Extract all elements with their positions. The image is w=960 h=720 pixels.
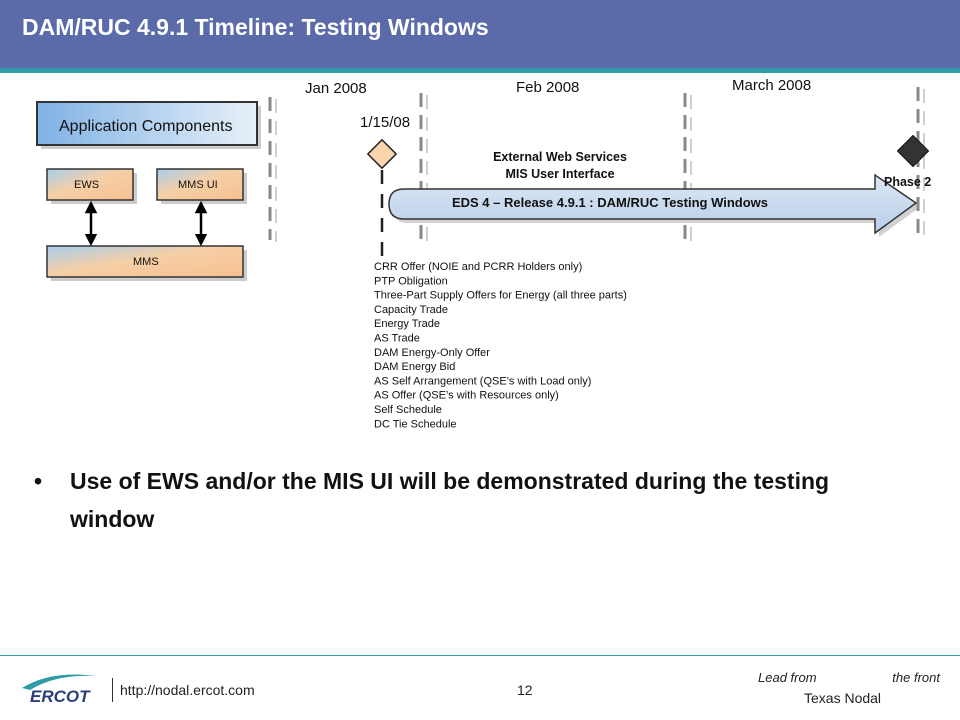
list-item: AS Offer (QSE’s with Resources only) — [374, 390, 559, 402]
list-item: DC Tie Schedule — [374, 418, 457, 430]
bullet-symbol: • — [34, 468, 43, 494]
list-item: Capacity Trade — [374, 304, 448, 316]
mms-ui-label: MMS UI — [178, 179, 218, 191]
milestone-diamond — [366, 138, 398, 170]
header-bar — [0, 0, 960, 72]
mms-ui-box: MMS UI — [156, 168, 247, 204]
mms-box: MMS — [46, 245, 247, 281]
phase-diamond — [896, 134, 930, 168]
interface-label-mis: MIS User Interface — [505, 167, 614, 181]
test-item-list: CRR Offer (NOIE and PCRR Holders only) P… — [374, 261, 627, 430]
list-item: AS Trade — [374, 333, 420, 345]
milestone-date: 1/15/08 — [360, 114, 410, 131]
list-item: PTP Obligation — [374, 275, 448, 287]
month-label-feb: Feb 2008 — [516, 79, 579, 96]
list-item: Self Schedule — [374, 404, 442, 416]
bullet-text: Use of EWS and/or the MIS UI will be dem… — [70, 468, 830, 532]
list-item: Energy Trade — [374, 318, 440, 330]
list-item: AS Self Arrangement (QSE’s with Load onl… — [374, 375, 591, 387]
page-title: DAM/RUC 4.9.1 Timeline: Testing Windows — [22, 14, 489, 40]
interface-label-ews: External Web Services — [493, 150, 627, 164]
list-item: DAM Energy-Only Offer — [374, 347, 490, 359]
mms-label: MMS — [133, 256, 159, 268]
tagline-part-2: the front — [892, 670, 940, 685]
testing-window-label: EDS 4 – Release 4.9.1 : DAM/RUC Testing … — [452, 195, 768, 210]
bullet-point: • Use of EWS and/or the MIS UI will be d… — [34, 462, 904, 538]
month-label-jan: Jan 2008 — [305, 80, 367, 97]
org-name: Texas Nodal — [804, 690, 882, 706]
logo-swoosh-icon — [22, 674, 96, 690]
ews-label: EWS — [74, 179, 99, 191]
application-components-box: Application Components — [36, 101, 261, 149]
ews-box: EWS — [46, 168, 137, 204]
month-label-march: March 2008 — [732, 77, 811, 94]
logo-text: ERCOT — [30, 687, 91, 706]
footer-separator — [112, 678, 113, 702]
phase-label: Phase 2 — [884, 175, 931, 189]
list-item: DAM Energy Bid — [374, 361, 455, 373]
footer-divider — [0, 655, 960, 656]
footer-url[interactable]: http://nodal.ercot.com — [120, 682, 255, 698]
testing-window-arrow — [388, 173, 918, 235]
list-item: Three-Part Supply Offers for Energy (all… — [374, 290, 627, 302]
header-accent-line — [0, 68, 960, 73]
timeline-diagram: Application Components EWS MMS UI MMS Ja… — [36, 77, 931, 430]
ercot-logo: ERCOT — [22, 674, 96, 706]
application-components-label: Application Components — [59, 118, 232, 135]
list-item: CRR Offer (NOIE and PCRR Holders only) — [374, 261, 582, 273]
tagline-part-1: Lead from — [758, 670, 817, 685]
page-number: 12 — [517, 682, 533, 698]
